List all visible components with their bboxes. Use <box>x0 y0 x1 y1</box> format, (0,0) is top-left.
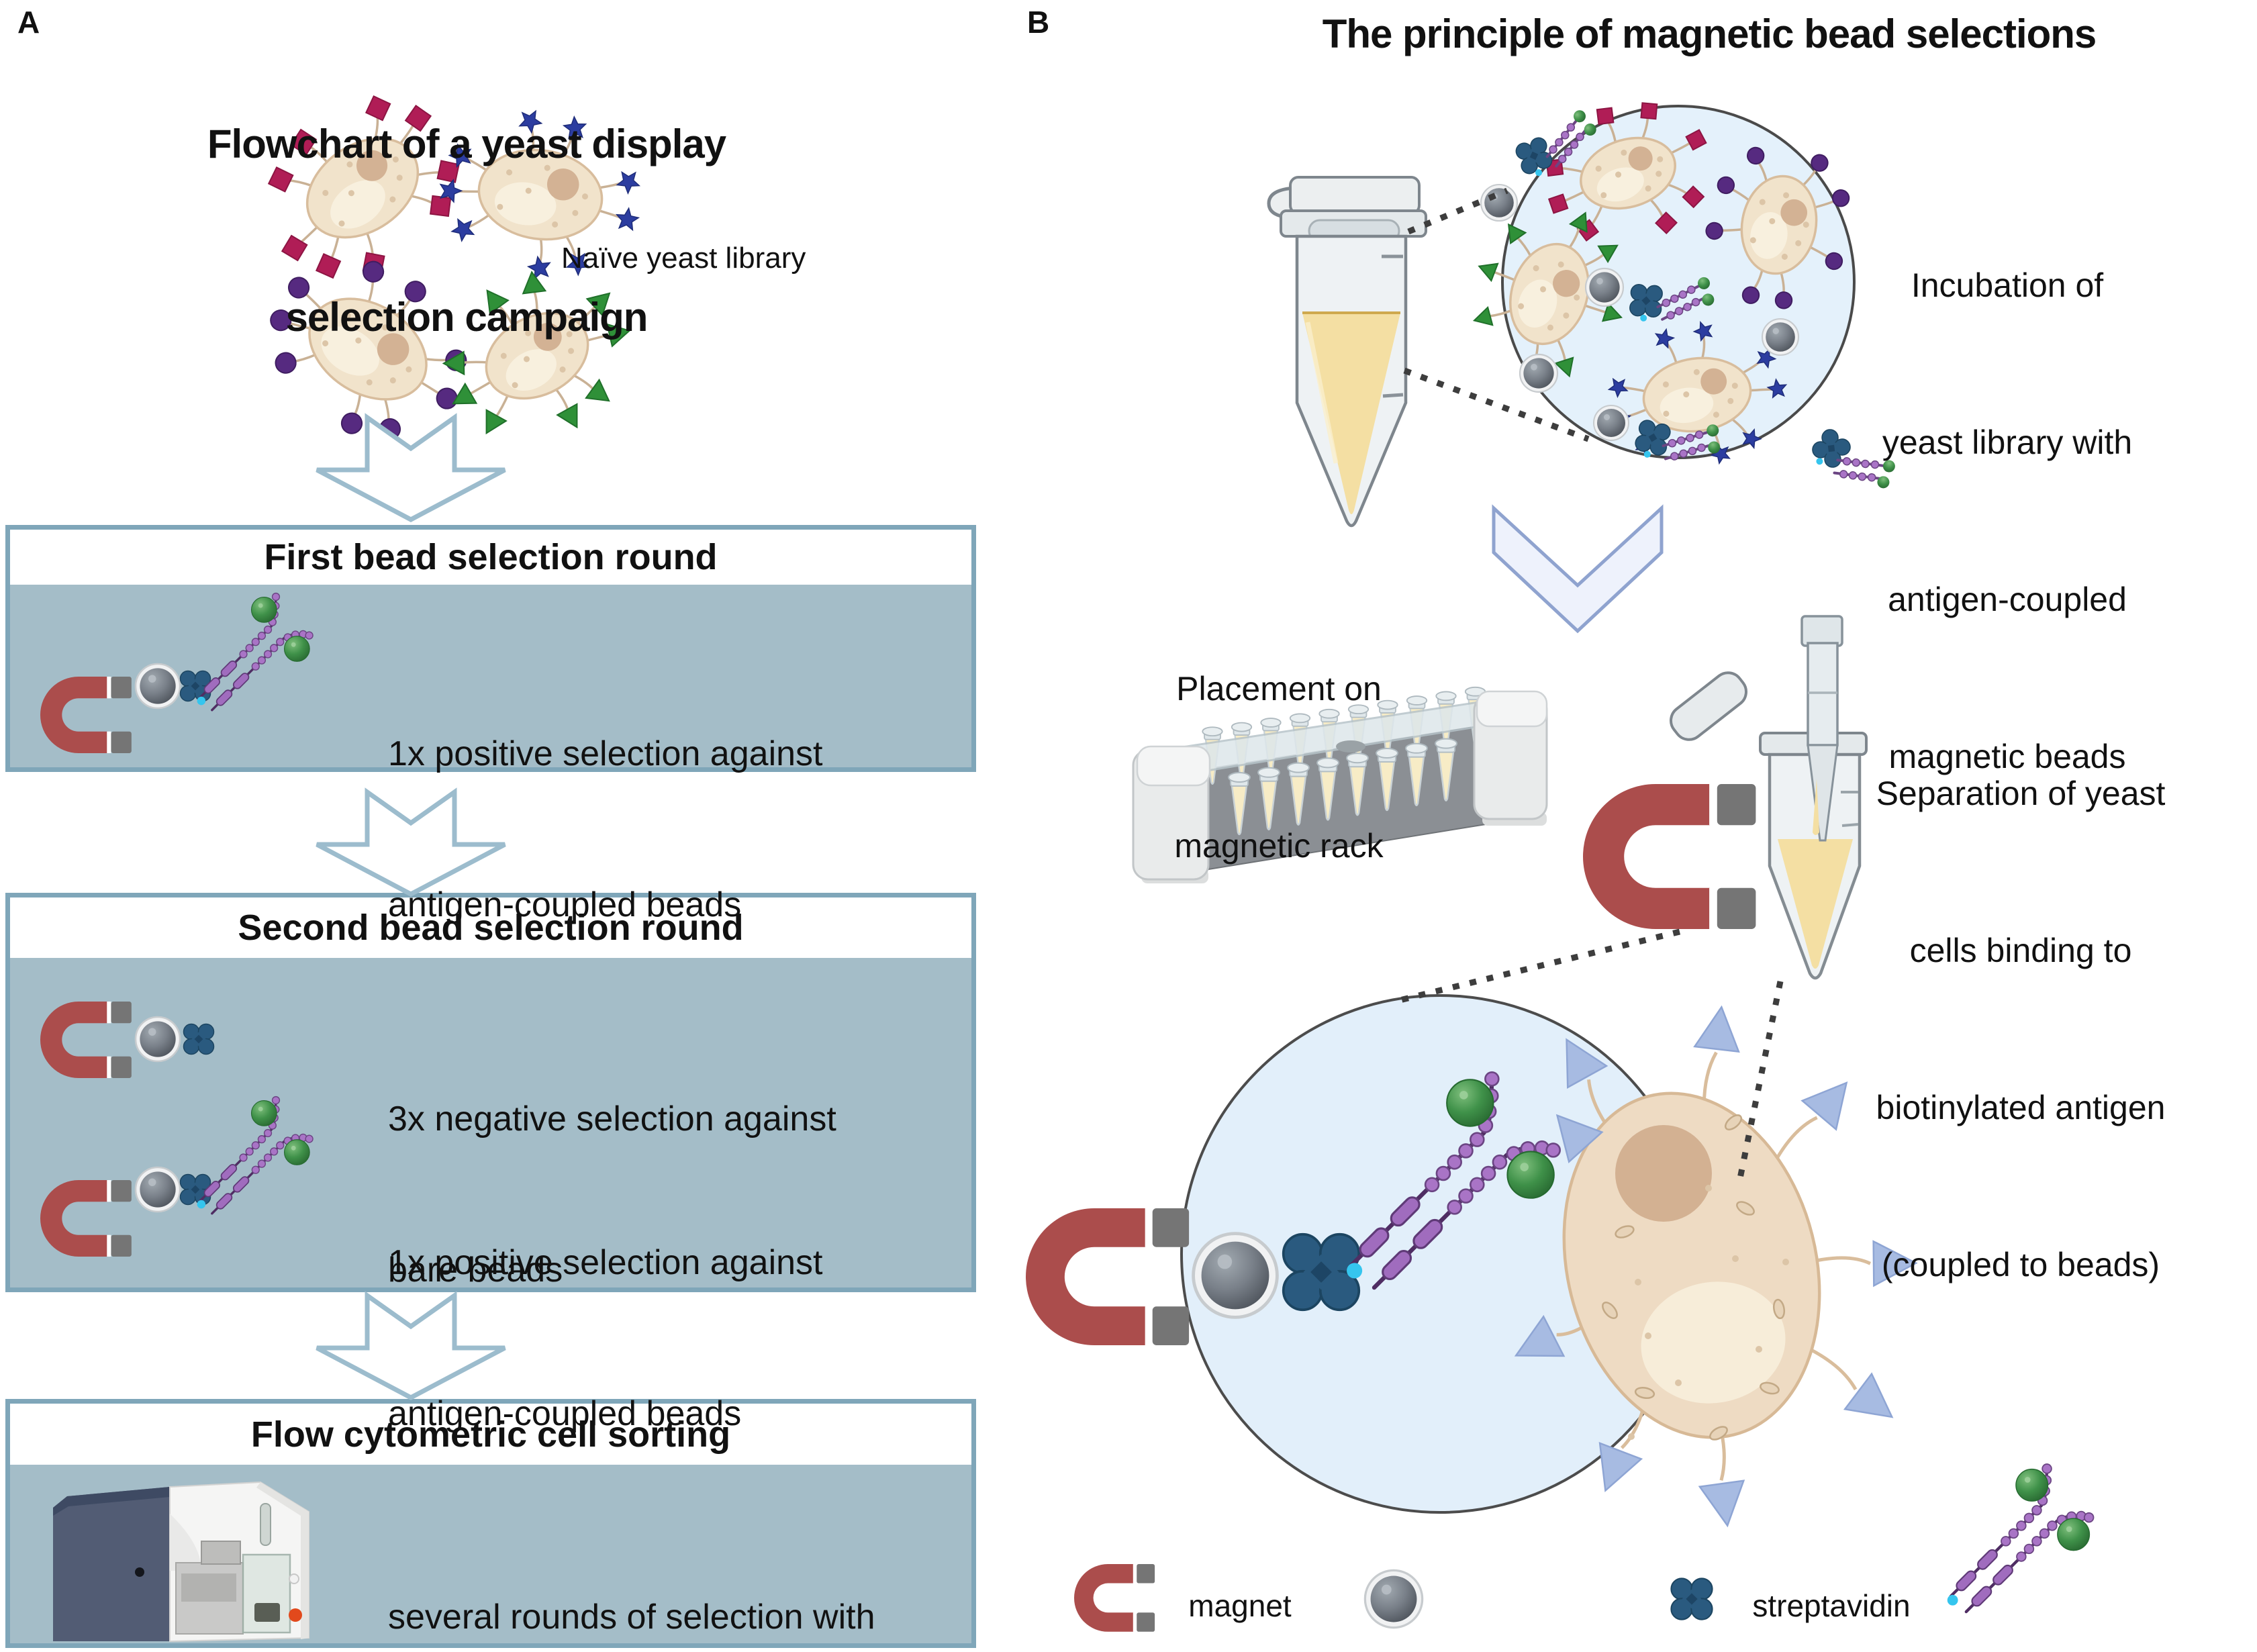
separation-caption: Separation of yeast cells binding to bio… <box>1876 775 2166 1283</box>
placement-caption: Placement on magnetic rack <box>1174 670 1384 865</box>
chevron-arrow-icon <box>1492 504 1664 634</box>
panel-a-title: Flowchart of a yeast display selection c… <box>207 122 726 340</box>
box-first-bead-selection-title: First bead selection round <box>264 537 718 577</box>
legend-beads-label: magnetic beads <box>1429 1556 1603 1652</box>
box2-row2-caption: 1x positive selection against antigen-co… <box>388 1243 823 1433</box>
box-second-bead-selection-title: Second bead selection round <box>238 908 744 948</box>
box-flow-cytometric-sorting-header: Flow cytometric cell sorting <box>10 1404 971 1465</box>
yeast-cell <box>1545 102 1707 242</box>
box-first-bead-selection-header: First bead selection round <box>10 530 971 585</box>
antigen-complex-icon <box>1515 110 1596 177</box>
magnetic-bead-icon <box>1192 1232 1279 1319</box>
receptor-triangle-icon <box>1514 1314 1566 1357</box>
streptavidin-icon <box>1670 1577 1713 1620</box>
magnetic-bead-icon <box>1363 1569 1424 1629</box>
magnet-icon <box>1074 1564 1155 1632</box>
legend-streptavidin-label: streptavidin <box>1752 1588 1911 1623</box>
panel-a-label: A <box>17 5 40 40</box>
antigen-complex-icon <box>1629 277 1715 322</box>
antigen-complex-icon <box>1635 420 1721 460</box>
streptavidin-icon <box>1635 420 1671 456</box>
biotinylated-antigen-icon <box>1947 1463 2095 1614</box>
magnetic-bead-icon <box>1519 353 1559 393</box>
legend-antigen-label: biotinylated antigen <box>2096 1556 2257 1652</box>
panel-b-label: B <box>1027 5 1050 40</box>
magnetic-bead-icon <box>1480 183 1519 222</box>
magnet-icon <box>1583 784 1756 929</box>
receptor-triangle-icon <box>1693 1005 1740 1053</box>
box2-row1-caption: 3x negative selection against bare beads <box>388 1100 836 1290</box>
box-first-bead-selection: First bead selection round <box>5 525 976 772</box>
sample-tube-illustration <box>1267 176 1427 528</box>
panel-b-title: The principle of magnetic bead selection… <box>1322 11 2097 56</box>
box-second-bead-selection-header: Second bead selection round <box>10 897 971 958</box>
magnet-icon <box>1026 1208 1190 1345</box>
box3-caption: several rounds of selection with flow cy… <box>388 1598 875 1637</box>
yeast-cell <box>1472 211 1623 383</box>
incubation-caption: Incubation of yeast library with antigen… <box>1882 266 2133 775</box>
magnetic-bead-icon <box>1584 267 1625 307</box>
receptor-triangle-icon <box>1598 1441 1643 1492</box>
binding-zoom-circle <box>1026 994 1918 1528</box>
biotinylated-antigen-icon <box>1347 1071 1561 1290</box>
rack-tube-icon <box>1464 686 1486 745</box>
streptavidin-icon <box>1629 284 1663 318</box>
receptor-triangle-icon <box>1698 1479 1745 1528</box>
legend-magnet-label: magnet <box>1188 1588 1292 1623</box>
magnetic-bead-icon <box>1761 318 1800 356</box>
naive-yeast-library-label: Naïve yeast library <box>561 242 806 275</box>
box-flow-cytometric-sorting-title: Flow cytometric cell sorting <box>250 1414 731 1455</box>
streptavidin-icon <box>1282 1232 1361 1312</box>
yeast-cell <box>1607 321 1788 465</box>
box1-caption: 1x positive selection against antigen-co… <box>388 734 823 924</box>
dotted-connectors <box>1398 187 1784 1185</box>
receptor-triangle-icon <box>1566 1038 1608 1089</box>
magnetic-bead-icon <box>1593 405 1629 441</box>
streptavidin-icon <box>1515 137 1553 175</box>
receptor-triangle-icon <box>1555 1114 1604 1163</box>
